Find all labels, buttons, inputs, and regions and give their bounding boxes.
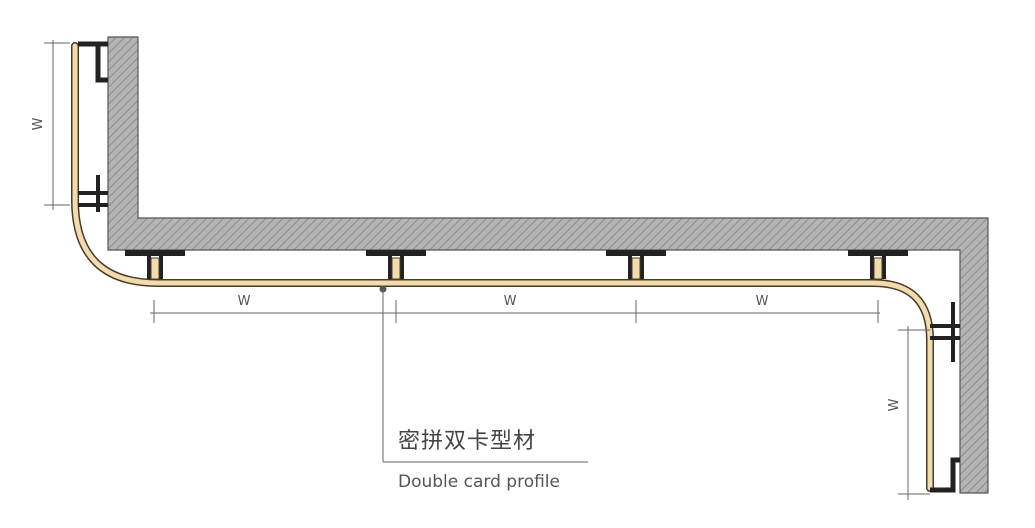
callout-leader (379, 285, 588, 463)
dimension-left: W (31, 40, 70, 210)
ceiling-clip-3 (606, 250, 666, 280)
dimension-span-2-label: W (504, 294, 517, 309)
wall-structure (107, 36, 989, 494)
ceiling-clips (125, 250, 908, 280)
dimension-span-1-label: W (238, 294, 251, 309)
callout-label-en: Double card profile (398, 472, 560, 492)
walls (107, 36, 989, 494)
ceiling-clip-4 (848, 250, 908, 280)
ceiling-clip-2 (366, 250, 426, 280)
callout-label-cn: 密拼双卡型材 (398, 429, 537, 454)
dimension-horizontal: W W W (150, 294, 880, 323)
ceiling-clip-1 (125, 250, 185, 280)
mid-clip (78, 175, 108, 212)
dimension-span-3-label: W (756, 294, 769, 309)
right-wall-clips (930, 302, 960, 493)
left-wall-clips (78, 41, 108, 212)
dimension-right: W (887, 326, 930, 500)
dimension-left-label: W (31, 117, 46, 130)
upper-clip (930, 302, 960, 362)
top-end-clip (78, 41, 108, 83)
panel-profile (71, 42, 934, 492)
dimension-right-label: W (887, 398, 902, 411)
bottom-end-clip (930, 457, 960, 493)
panel-profile-core (72, 43, 933, 491)
